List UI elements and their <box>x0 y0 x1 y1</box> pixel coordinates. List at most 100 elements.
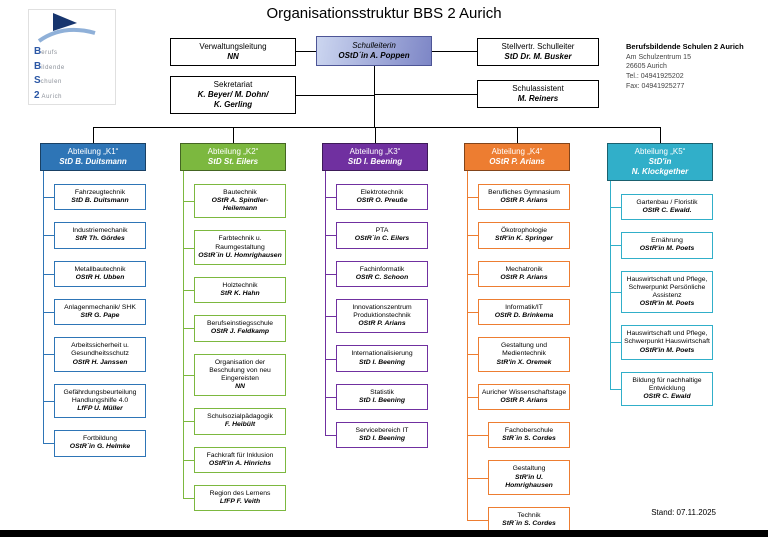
department-header: Abteilung „K5“ StD'in N. Klockgether <box>607 143 713 181</box>
box-person: NN <box>227 52 239 61</box>
org-unit-title: Fachoberschule <box>504 427 554 435</box>
school-logo: Berufs Bildende Schulen 2 Aurich <box>28 9 116 105</box>
org-unit-title: Hauswirtschaft und Pflege, Schwerpunkt P… <box>626 275 708 299</box>
box-person: OStD´in A. Poppen <box>338 51 410 60</box>
org-unit-box: Statistik StD I. Beening <box>325 383 428 411</box>
org-unit-box: Schulsozialpädagogik F. Heibült <box>183 408 286 435</box>
department-column: Abteilung „K4“ OStR P. Arians Berufliche… <box>464 127 570 534</box>
logo-rest: Aurich <box>39 93 63 100</box>
org-unit-person: StR Th. Gördes <box>75 235 125 243</box>
org-unit-title: Auricher Wissenschaftstage <box>481 388 567 396</box>
org-unit-person: OStR J. Feldkamp <box>210 328 270 336</box>
contact-city: 26605 Aurich <box>626 63 667 71</box>
org-unit-box: Farbtechnik u. Raumgestaltung OStR´in U.… <box>183 230 286 265</box>
org-unit-person: OStR C. Ewald <box>643 393 691 401</box>
org-unit-title: Berufliches Gymnasium <box>488 189 560 196</box>
contact-school-name: Berufsbildende Schulen 2 Aurich <box>626 42 744 51</box>
org-unit-person: OStR C. Schoon <box>355 273 409 281</box>
logo-text-line: 2 Aurich <box>34 89 110 104</box>
connector-line <box>93 127 661 128</box>
org-unit-person: StD I. Beening <box>358 358 406 366</box>
connector-line <box>43 171 44 443</box>
logo-graphic <box>37 13 96 43</box>
logo-text-line: Schulen <box>34 74 110 89</box>
org-unit-box: Berufliches Gymnasium OStR P. Arians <box>467 184 570 211</box>
org-unit-box: Fahrzeugtechnik StD B. Duitsmann <box>43 184 146 211</box>
logo-text-line: Bildende <box>34 60 110 75</box>
org-unit-person: OStR D. Brinkema <box>494 312 554 320</box>
box-title: Sekretariat <box>213 80 253 89</box>
sekretariat-box: Sekretariat K. Beyer/ M. Dohn/ K. Gerlin… <box>170 76 296 114</box>
schulassistent-box: Schulassistent M. Reiners <box>477 80 599 108</box>
department-title: Abteilung „K3“ <box>349 147 401 156</box>
org-unit-person: OStR C. Ewald. <box>642 207 692 215</box>
org-unit-box: Fachkraft für Inklusion OStR'in A. Hinri… <box>183 446 286 473</box>
org-unit-person: OStR´in C. Eilers <box>354 235 410 243</box>
department-title: Abteilung „K5“ <box>634 147 686 156</box>
connector-line <box>375 127 376 143</box>
connector-line <box>325 171 326 435</box>
department-items: Berufliches Gymnasium OStR P. Arians Öko… <box>467 184 570 534</box>
org-unit-title: Servicebereich IT <box>355 427 409 435</box>
department-header: Abteilung „K2“ StD St. Eilers <box>180 143 286 171</box>
org-unit-person: OStR P. Arians <box>500 273 548 281</box>
box-person: M. Reiners <box>517 94 559 103</box>
org-unit-title: Ökotrophologie <box>500 227 548 235</box>
org-unit-person: StR'in K. Springer <box>495 235 553 243</box>
department-column: Abteilung „K2“ StD St. Eilers Bautechnik… <box>180 127 286 512</box>
org-unit-person: OStR P. Arians <box>500 197 548 205</box>
revision-date: Stand: 07.11.2025 <box>651 508 716 517</box>
org-unit-title: Metallbautechnik <box>74 265 126 273</box>
connector-line <box>660 127 661 143</box>
connector-line <box>183 171 184 498</box>
connector-line <box>296 95 374 96</box>
org-unit-title: Informatik/IT <box>505 303 543 311</box>
org-unit-title: Hauswirtschaft und Pflege, Schwerpunkt H… <box>624 330 710 346</box>
box-title: Schulassistent <box>512 84 564 93</box>
logo-initial: B <box>34 46 42 57</box>
stellvertreter-box: Stellvertr. Schulleiter StD Dr. M. Buske… <box>477 38 599 66</box>
department-header: Abteilung „K4“ OStR P. Arians <box>464 143 570 171</box>
box-title: Schulleiterin <box>352 41 396 50</box>
department-head-person: StD B. Duitsmann <box>59 157 127 166</box>
org-unit-title: Bildung für nachhaltige Entwicklung <box>632 376 702 392</box>
org-unit-box: Ernährung OStR'in M. Poets <box>610 232 713 259</box>
department-column: Abteilung „K1“ StD B. Duitsmann Fahrzeug… <box>40 127 146 457</box>
org-unit-title: Schulsozialpädagogik <box>207 413 273 421</box>
org-unit-title: Gestaltung und Medientechnik <box>500 342 548 358</box>
department-header: Abteilung „K1“ StD B. Duitsmann <box>40 143 146 171</box>
logo-rest: ildende <box>41 64 65 71</box>
org-unit-box: Fortbildung OStR´in G. Helmke <box>43 430 146 457</box>
org-unit-title: PTA <box>375 227 389 235</box>
connector-line <box>233 127 234 143</box>
org-unit-person: StR K. Hahn <box>220 290 260 298</box>
org-unit-title: Statistik <box>370 388 394 396</box>
org-unit-title: Ernährung <box>651 237 683 245</box>
department-header: Abteilung „K3“ StD I. Beening <box>322 143 428 171</box>
org-unit-box: Internationalisierung StD I. Beening <box>325 345 428 372</box>
logo-initial: 2 <box>34 89 40 101</box>
box-person: StD Dr. M. Busker <box>504 52 572 61</box>
org-unit-title: Fortbildung <box>82 435 117 443</box>
org-unit-person: OStR P. Arians <box>358 320 406 328</box>
org-unit-box: Gartenbau / Floristik OStR C. Ewald. <box>610 194 713 221</box>
org-unit-person: OStR H. Janssen <box>72 358 128 366</box>
org-unit-person: StR'in X. Oremek <box>496 358 552 366</box>
org-unit-person: OStR'in A. Hinrichs <box>208 459 272 467</box>
org-unit-person: OStR´in U. Homrighausen <box>198 251 282 259</box>
org-unit-box: Bautechnik OStR A. Spindler-Heilemann <box>183 184 286 219</box>
connector-line <box>375 94 477 95</box>
department-head-person: StD'in N. Klockgether <box>631 157 689 176</box>
org-unit-box: Metallbautechnik OStR H. Ubben <box>43 260 146 287</box>
logo-rest: chulen <box>40 79 62 85</box>
org-unit-title: Anlagenmechanik/ SHK <box>64 303 136 311</box>
bottom-bar <box>0 530 768 537</box>
org-unit-person: StD B. Duitsmann <box>71 197 129 205</box>
org-unit-title: Mechatronik <box>505 265 543 273</box>
department-title: Abteilung „K4“ <box>491 147 543 156</box>
verwaltungsleitung-box: Verwaltungsleitung NN <box>170 38 296 66</box>
org-unit-title: Bautechnik <box>223 189 257 196</box>
connector-line <box>517 127 518 143</box>
org-unit-person: OStR'in M. Poets <box>639 245 695 253</box>
org-unit-box: Anlagenmechanik/ SHK StR G. Pape <box>43 298 146 326</box>
